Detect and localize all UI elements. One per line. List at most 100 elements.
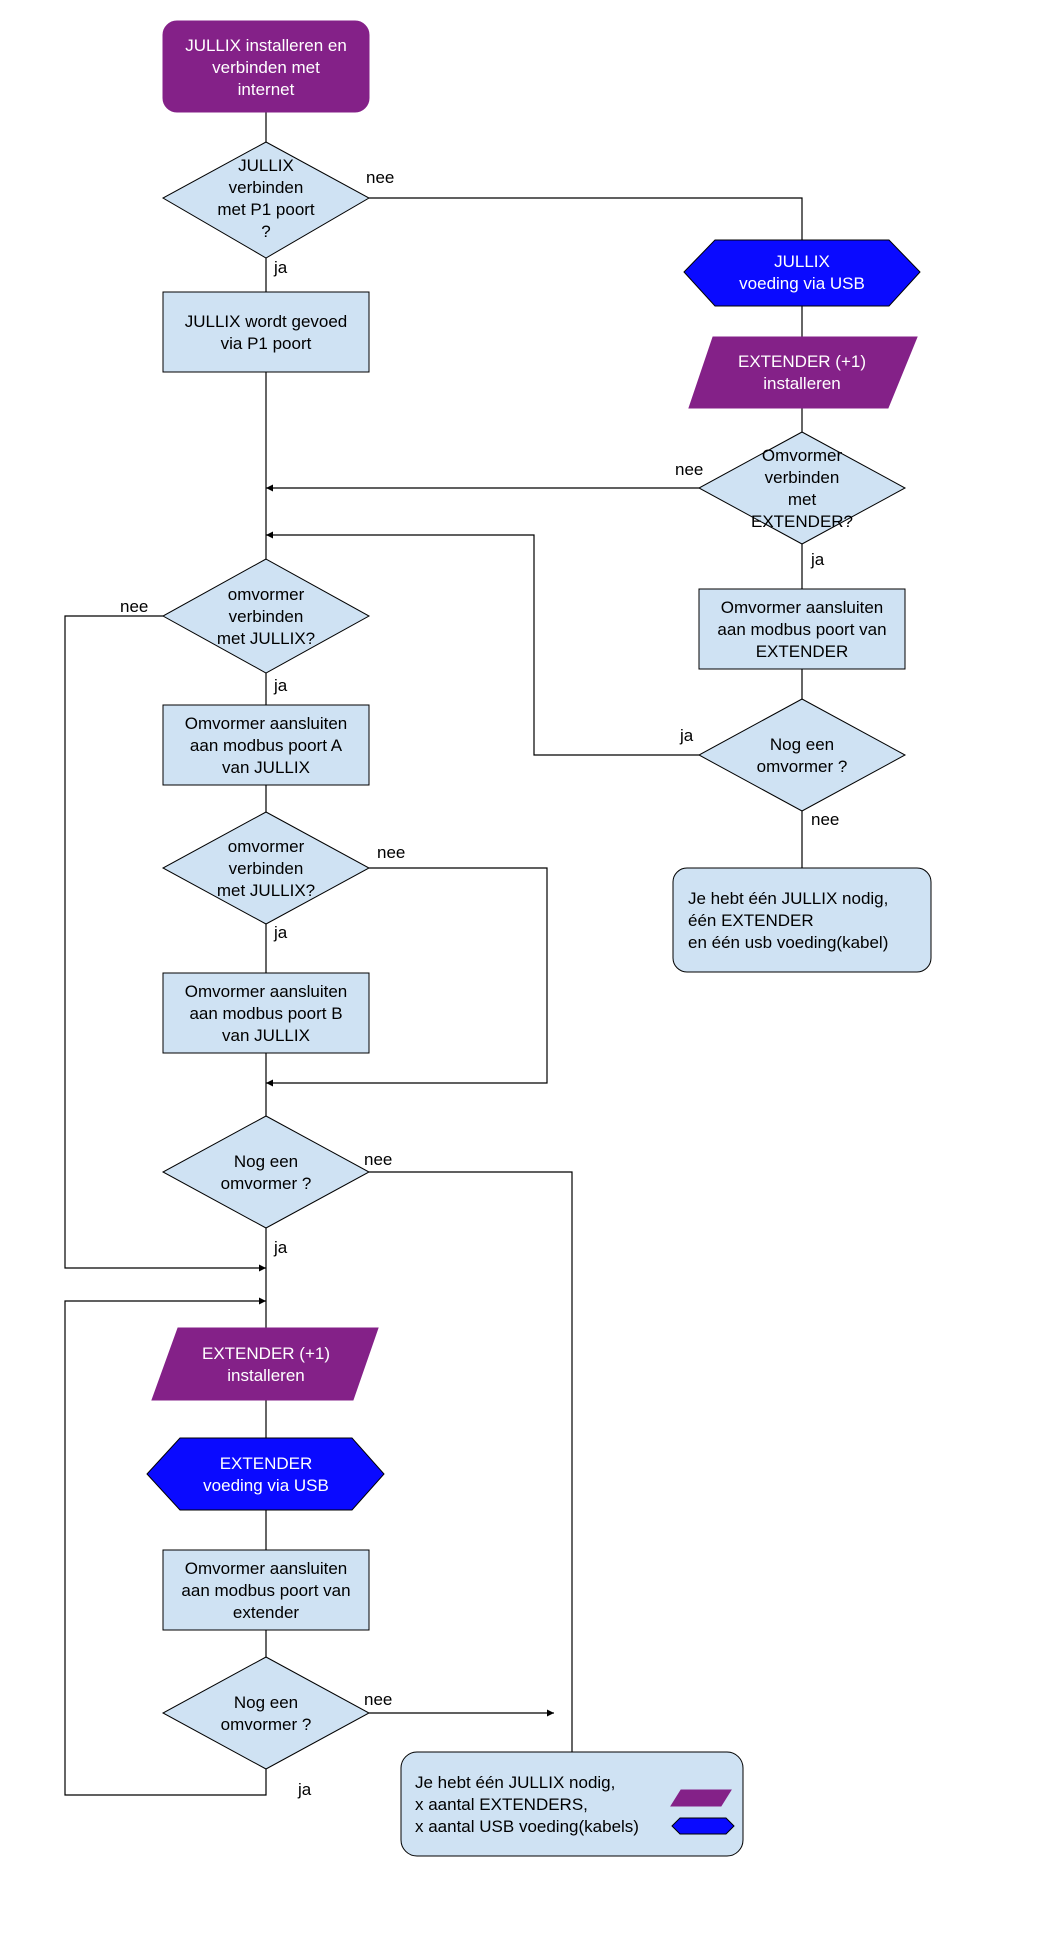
node-text-line: internet bbox=[238, 80, 295, 99]
node-text-line: JULLIX bbox=[238, 156, 294, 175]
label-omvext-yes: ja bbox=[810, 550, 825, 569]
decision-omvormer-jullix-2: omvormer verbinden met JULLIX? bbox=[161, 811, 371, 925]
node-text-line: met bbox=[788, 490, 817, 509]
decision-nog-een-right-text: Nog een omvormer ? bbox=[757, 735, 848, 776]
label-omvext-no: nee bbox=[675, 460, 703, 479]
node-text-line: verbinden bbox=[765, 468, 840, 487]
start-terminal: JULLIX installeren en verbinden met intern… bbox=[162, 20, 370, 113]
node-text-line: Je hebt één JULLIX nodig, bbox=[415, 1773, 615, 1792]
decision-p1-port-text: JULLIX verbinden met P1 poort? bbox=[217, 156, 315, 241]
label-omv1-no: nee bbox=[120, 597, 148, 616]
decision-nog-een-bottom-text: Nog een omvormer ? bbox=[221, 1693, 312, 1734]
nodes: JULLIX installeren en verbinden met intern… bbox=[146, 20, 932, 1857]
edge-nog-right-yes bbox=[266, 531, 699, 756]
connectors bbox=[64, 112, 803, 1796]
node-text-line: van JULLIX bbox=[222, 758, 310, 777]
end-terminal-right: Je hebt één JULLIX nodig, één EXTENDER en … bbox=[672, 867, 932, 973]
label-nog-mid-yes: ja bbox=[273, 1238, 288, 1257]
decision-nog-een-bottom: Nog een omvormer ? bbox=[161, 1656, 371, 1770]
usb-hexagon-icon bbox=[671, 1817, 735, 1835]
node-text-line: omvormer ? bbox=[757, 757, 848, 776]
node-text-line: Omvormer aansluiten bbox=[185, 982, 348, 1001]
label-nog-right-no: nee bbox=[811, 810, 839, 829]
node-text-line: ? bbox=[261, 222, 270, 241]
node-text-line: installeren bbox=[227, 1366, 305, 1385]
edge-nog-bottom-yes bbox=[64, 1297, 267, 1796]
node-text-line: Omvormer bbox=[762, 446, 843, 465]
node-text-line: omvormer bbox=[228, 585, 305, 604]
node-text-line: Je hebt één JULLIX nodig, bbox=[688, 889, 888, 908]
decision-nog-een-right: Nog een omvormer ? bbox=[697, 698, 907, 812]
node-text-line: met JULLIX? bbox=[217, 629, 315, 648]
decision-nog-een-mid: Nog een omvormer ? bbox=[161, 1115, 371, 1229]
decision-p1-port: JULLIX verbinden met P1 poort? bbox=[161, 141, 371, 259]
node-text-line: aan modbus poort van bbox=[181, 1581, 350, 1600]
label-omv2-yes: ja bbox=[273, 923, 288, 942]
node-text-line: JULLIX installeren en bbox=[185, 36, 347, 55]
process-p1-power: JULLIX wordt gevoed via P1 poort bbox=[162, 291, 370, 373]
node-text-line: verbinden bbox=[229, 178, 304, 197]
node-text-line: omvormer ? bbox=[221, 1174, 312, 1193]
node-text-line: één EXTENDER bbox=[688, 911, 814, 930]
node-text-line: Nog een bbox=[234, 1152, 298, 1171]
node-text-line: omvormer bbox=[228, 837, 305, 856]
decision-omvormer-jullix-2-text: omvormer verbinden met JULLIX? bbox=[217, 837, 315, 900]
parallelogram-extender-right-text: EXTENDER (+1) installeren bbox=[738, 352, 866, 393]
process-p1-power-text: JULLIX wordt gevoed via P1 poort bbox=[185, 312, 348, 353]
node-text-line: JULLIX bbox=[774, 252, 830, 271]
node-text-line: extender bbox=[233, 1603, 299, 1622]
label-omv2-no: nee bbox=[377, 843, 405, 862]
node-text-line: verbinden bbox=[229, 859, 304, 878]
node-text-line: Nog een bbox=[770, 735, 834, 754]
parallelogram-extender-left-text: EXTENDER (+1) installeren bbox=[202, 1344, 330, 1385]
node-text-line: Nog een bbox=[234, 1693, 298, 1712]
label-p1-yes: ja bbox=[273, 258, 288, 277]
label-nog-mid-no: nee bbox=[364, 1150, 392, 1169]
node-text-line: omvormer ? bbox=[221, 1715, 312, 1734]
edge-p1-no bbox=[369, 197, 803, 240]
end-terminal-right-text: Je hebt één JULLIX nodig, één EXTENDER en … bbox=[688, 889, 888, 952]
start-terminal-text: JULLIX installeren en verbinden met intern… bbox=[185, 36, 347, 99]
parallelogram-extender-right: EXTENDER (+1) installeren bbox=[688, 336, 918, 409]
parallelogram-extender-left: EXTENDER (+1) installeren bbox=[151, 1327, 379, 1401]
label-p1-no: nee bbox=[366, 168, 394, 187]
node-text-line: aan modbus poort van bbox=[717, 620, 886, 639]
node-text-line: JULLIX wordt gevoed bbox=[185, 312, 348, 331]
node-text-line: x aantal EXTENDERS, bbox=[415, 1795, 588, 1814]
label-omv1-yes: ja bbox=[273, 676, 288, 695]
decision-nog-een-mid-text: Nog een omvormer ? bbox=[221, 1152, 312, 1193]
node-text-line: via P1 poort bbox=[221, 334, 312, 353]
node-text-line: EXTENDER (+1) bbox=[738, 352, 866, 371]
edge-labels: nee ja nee ja ja nee nee ja nee ja nee j… bbox=[120, 168, 839, 1799]
node-text-line: EXTENDER bbox=[756, 642, 849, 661]
label-nog-bottom-yes: ja bbox=[297, 1780, 312, 1799]
label-nog-bottom-no: nee bbox=[364, 1690, 392, 1709]
edge-nog-mid-no bbox=[369, 1171, 573, 1752]
hexagon-jullix-usb: JULLIX voeding via USB bbox=[683, 239, 921, 307]
node-text-line: verbinden met bbox=[212, 58, 320, 77]
node-text-line: met JULLIX? bbox=[217, 881, 315, 900]
node-text-line: voeding via USB bbox=[203, 1476, 329, 1495]
node-text-line: met P1 poort bbox=[217, 200, 315, 219]
node-text-line: EXTENDER (+1) bbox=[202, 1344, 330, 1363]
extender-parallelogram-icon bbox=[670, 1789, 732, 1807]
edge-omv2-no bbox=[266, 867, 548, 1087]
decision-omvormer-jullix-1: omvormer verbinden met JULLIX? bbox=[161, 558, 371, 674]
node-text-line: en één usb voeding(kabel) bbox=[688, 933, 888, 952]
node-text-line: voeding via USB bbox=[739, 274, 865, 293]
node-text-line: installeren bbox=[763, 374, 841, 393]
node-text-line: verbinden bbox=[229, 607, 304, 626]
decision-omvormer-jullix-1-text: omvormer verbinden met JULLIX? bbox=[217, 585, 315, 648]
